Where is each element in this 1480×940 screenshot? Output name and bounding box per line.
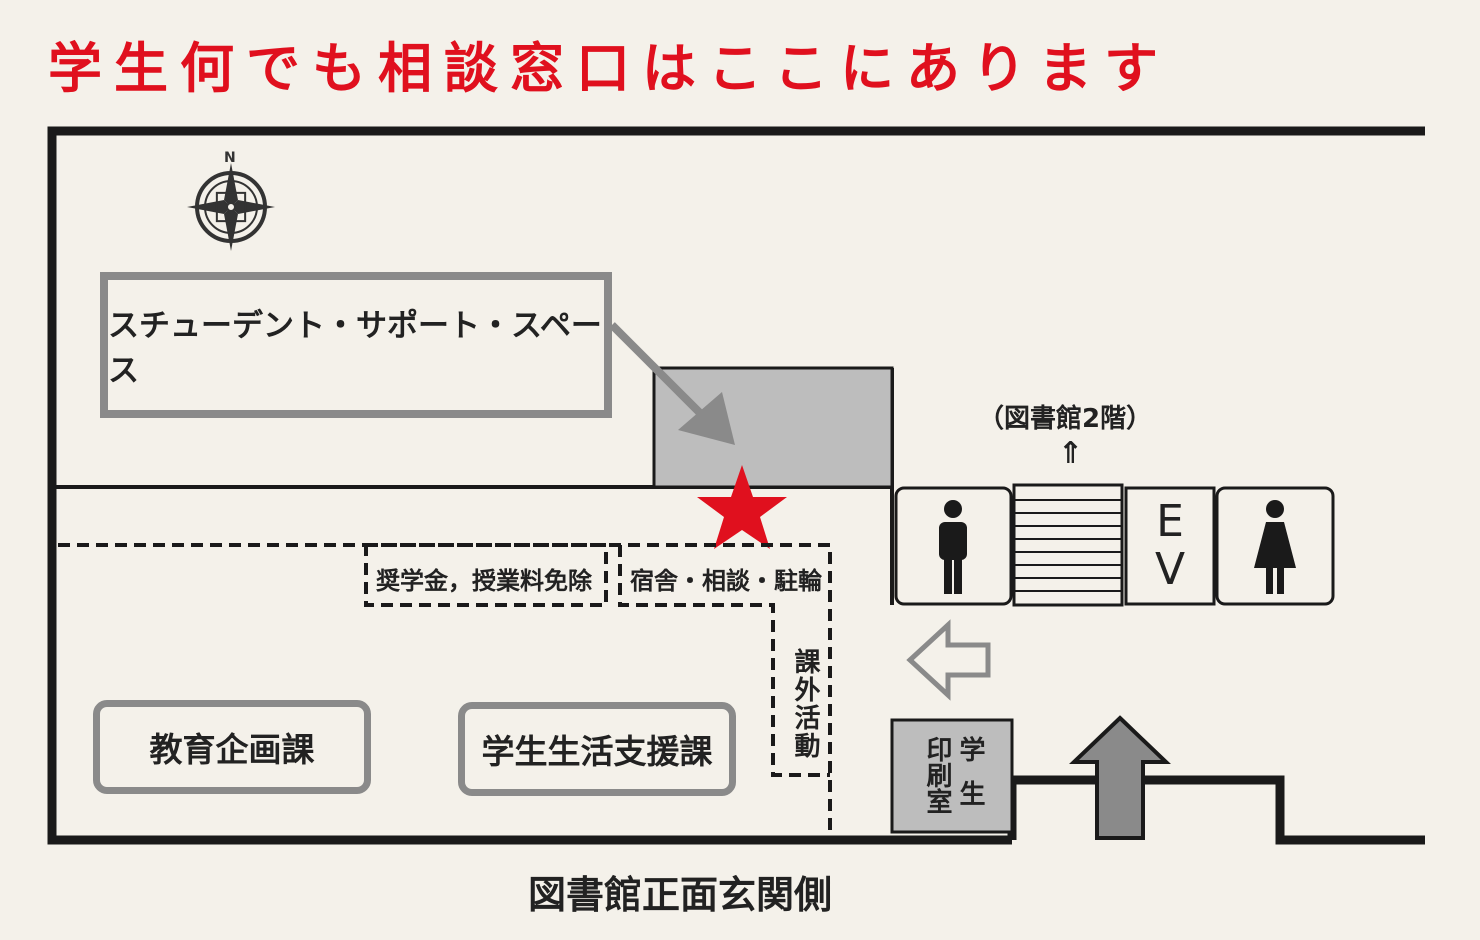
left-arrow-icon — [906, 619, 991, 701]
woman-icon — [1254, 500, 1296, 594]
ssp-label: スチューデント・サポート・スペース — [108, 308, 602, 389]
print-room — [890, 718, 1014, 834]
library-up-arrow-icon: ⇑ — [1058, 436, 1084, 471]
staircase — [1012, 483, 1124, 607]
elevator — [1124, 486, 1216, 606]
office-student-life: 学生生活支援課 — [458, 702, 736, 796]
office-education-planning: 教育企画課 — [93, 700, 371, 794]
counter-scholarship: 奨学金，授業料免除 — [376, 567, 592, 595]
compass-icon — [187, 163, 275, 251]
location-star-icon — [697, 465, 787, 549]
compass-north-label: N — [224, 150, 236, 166]
page-title: 学生何でも相談窓口はここにあります — [48, 37, 1170, 100]
ssp-label-box: スチューデント・サポート・スペース — [100, 272, 612, 418]
counter-dormitory: 宿舎・相談・駐輪 — [630, 567, 822, 595]
print-room-label: 印刷室 — [922, 736, 952, 814]
stairs-icon — [1014, 499, 1122, 592]
pointer-arrow-icon — [609, 322, 735, 445]
library-floor-label: （図書館2階） — [978, 404, 1153, 434]
elevator-label-e: E — [1156, 496, 1184, 547]
counter-extracurricular: 課外活動 — [790, 648, 820, 760]
entrance-arrow-icon — [1069, 715, 1171, 840]
print-room-student-label: 学生 — [955, 736, 985, 824]
counter-outlines — [58, 543, 832, 832]
man-icon — [939, 500, 967, 594]
entrance-caption: 図書館正面玄関側 — [528, 873, 833, 917]
elevator-label-v: V — [1154, 544, 1186, 595]
